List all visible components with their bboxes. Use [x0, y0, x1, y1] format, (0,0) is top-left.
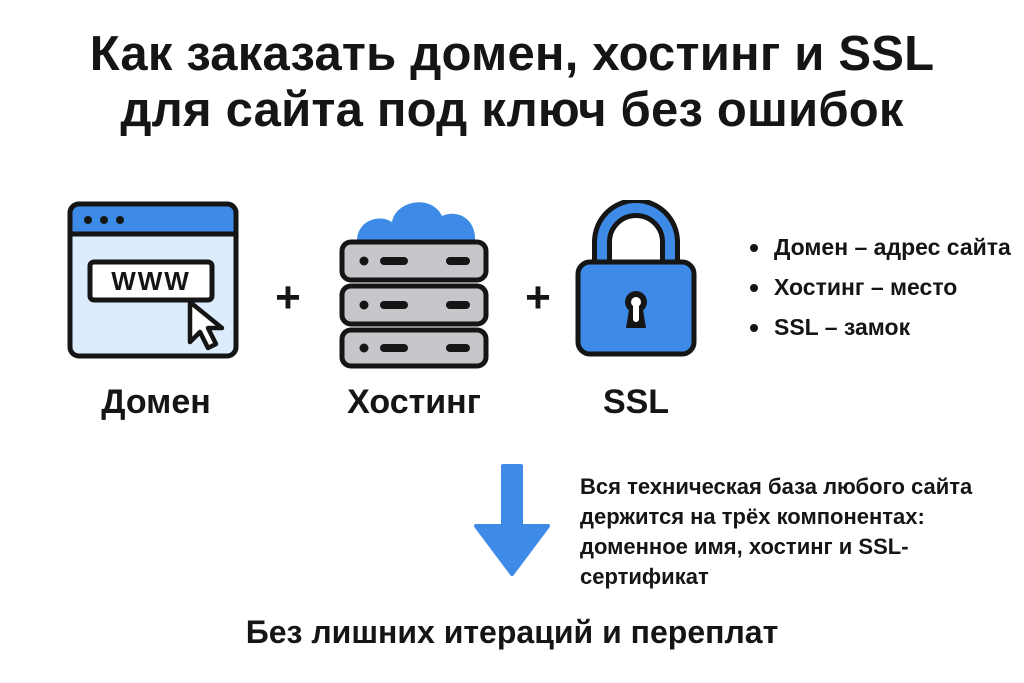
plus-sign-1: +	[275, 273, 301, 322]
title-line-2: для сайта под ключ без ошибок	[120, 83, 904, 137]
browser-www-icon: WWW	[67, 201, 239, 359]
list-item: Хостинг – место	[748, 272, 1016, 302]
cloud-server-icon	[339, 202, 489, 369]
bullet-dot	[750, 284, 758, 292]
feature-list: Домен – адрес сайта Хостинг – место SSL …	[748, 232, 1016, 352]
list-item: Домен – адрес сайта	[748, 232, 1016, 262]
bullet-dot	[750, 244, 758, 252]
item-label-hosting: Хостинг	[347, 383, 481, 421]
item-label-ssl: SSL	[602, 383, 670, 421]
padlock-icon	[575, 200, 697, 357]
description-text: Вся техническая база любого сайта держит…	[580, 474, 973, 589]
plus-sign-2: +	[525, 273, 551, 322]
arrow-down-icon	[474, 464, 550, 576]
list-item: SSL – замок	[748, 312, 1016, 342]
title-line-1: Как заказать домен, хостинг и SSL	[89, 27, 935, 81]
www-text: WWW	[111, 266, 191, 296]
item-label-domain: Домен	[101, 383, 211, 421]
bullet-dot	[750, 324, 758, 332]
footer-tagline: Без лишних итераций и переплат	[245, 614, 779, 650]
page-title: Как заказать домен, хостинг и SSL для са…	[0, 26, 1024, 138]
